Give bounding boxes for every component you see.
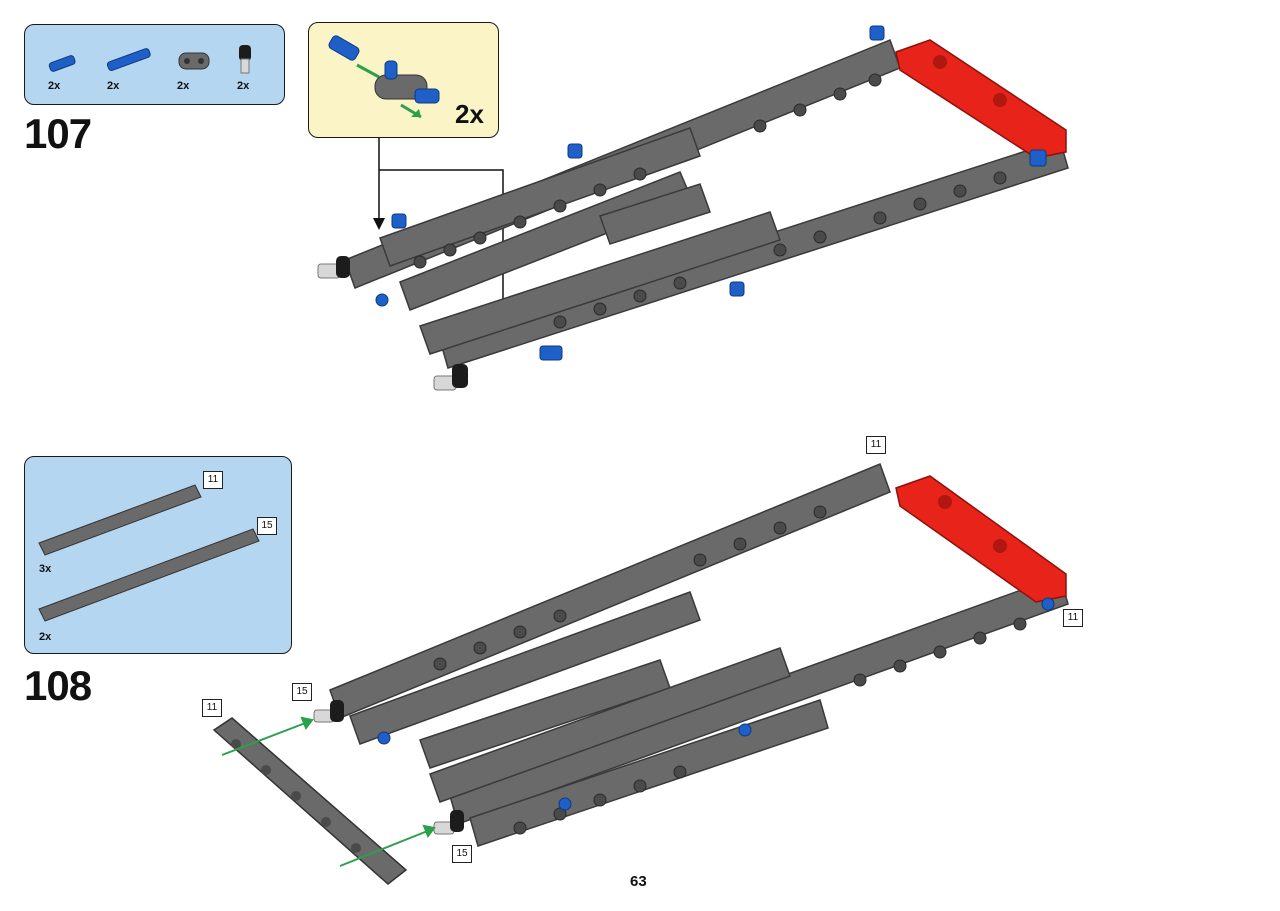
gray-beam-15-icon xyxy=(38,528,260,622)
black-pin-icon xyxy=(239,45,251,74)
part-qty: 2x xyxy=(39,631,52,643)
length-label: 15 xyxy=(257,517,277,535)
blue-pins xyxy=(377,597,1055,811)
length-callout: 15 xyxy=(452,845,472,863)
arrow-head xyxy=(497,320,509,334)
blue-pin-icon xyxy=(48,55,76,72)
step-107-parts-list: 2x 2x 2x 2x xyxy=(24,24,285,105)
red-frame-part xyxy=(895,39,1067,159)
beam-holes xyxy=(413,73,1007,329)
step-107-parts-icons xyxy=(48,45,251,74)
length-callout: 11 xyxy=(866,436,886,454)
black-pins xyxy=(317,256,468,391)
part-qty: 3x xyxy=(39,563,52,575)
step-108-parts-list: 11 15 3x 2x xyxy=(24,456,292,654)
placement-arrows xyxy=(378,138,504,328)
length-callout: 11 xyxy=(1063,609,1083,627)
black-pins xyxy=(313,700,464,835)
page-number: 63 xyxy=(630,873,647,890)
beam-holes xyxy=(433,505,1027,835)
blue-long-pin-icon xyxy=(106,48,151,71)
step-108-parts-icons xyxy=(38,484,260,622)
length-label: 11 xyxy=(203,471,223,489)
part-qty: 2x xyxy=(237,80,250,92)
subassembly-multiplier: 2x xyxy=(455,99,484,129)
gray-beam-11-icon xyxy=(38,484,202,556)
part-qty: 2x xyxy=(107,80,120,92)
length-callout: 15 xyxy=(292,683,312,701)
length-callout: 11 xyxy=(202,699,222,717)
subassembly-callout: 2x xyxy=(308,22,499,138)
step-number: 107 xyxy=(24,110,92,157)
part-qty: 2x xyxy=(177,80,190,92)
gray-connector-icon xyxy=(178,52,210,70)
attachment-arrows xyxy=(221,716,436,867)
red-frame-part xyxy=(895,475,1067,603)
loose-beam-11 xyxy=(212,717,408,885)
step-number: 108 xyxy=(24,662,92,709)
part-qty: 2x xyxy=(48,80,61,92)
frame-beams xyxy=(329,463,1069,847)
arrow-head xyxy=(373,218,385,230)
